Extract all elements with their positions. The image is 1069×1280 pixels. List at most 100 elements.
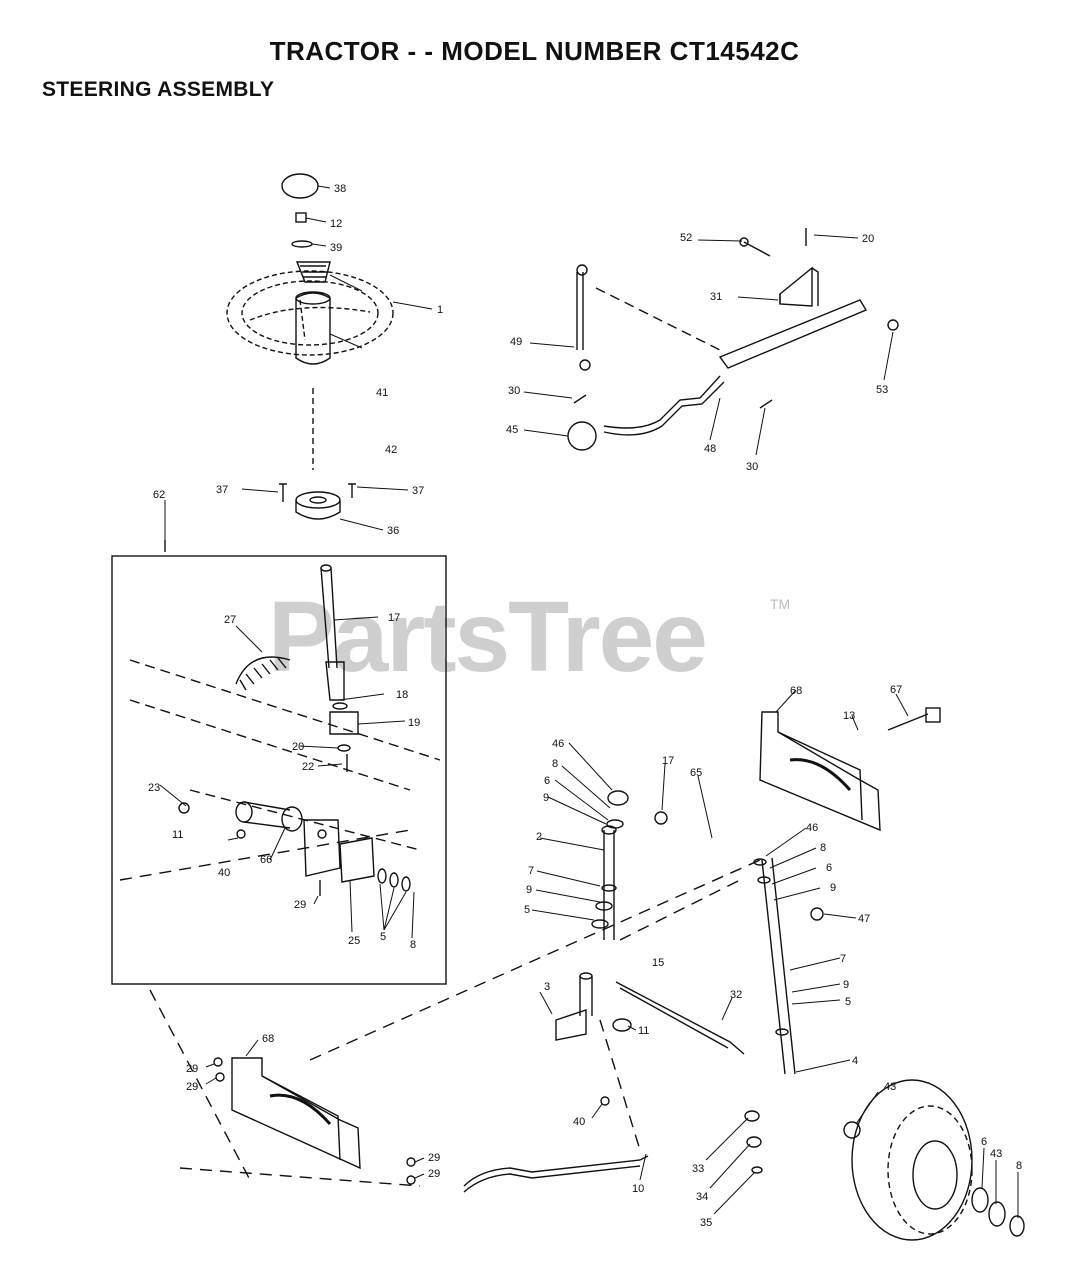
inset-guide-lines [129,659,441,851]
callout-13: 13 [843,710,855,722]
drag-link-rod-49[interactable] [576,264,591,371]
tie-rod-10[interactable] [463,1155,649,1193]
washer-20[interactable] [337,744,351,752]
callout-3: 3 [544,981,550,993]
guide-line-drag-link [595,287,721,351]
nut-11-right[interactable] [612,1018,632,1032]
washers-33-35[interactable] [744,1110,763,1174]
spindle-2[interactable] [601,825,617,940]
nut-17[interactable] [654,811,668,825]
callout-9-right-lower: 9 [843,979,849,991]
steering-wheel[interactable] [226,270,394,356]
callout-29-right-lower: 29 [428,1168,440,1180]
callout-52: 52 [680,232,692,244]
callout-5-right: 5 [845,996,851,1008]
callout-47: 47 [858,913,870,925]
washer-40-right[interactable] [600,1096,610,1106]
callout-32: 32 [730,989,742,1001]
callout-37-right: 37 [412,485,424,497]
callout-43-left: 43 [884,1081,896,1093]
callout-5-left: 5 [524,904,530,916]
steering-adapter[interactable] [295,261,331,283]
screw-37-right[interactable] [348,483,356,498]
callout-45: 45 [506,424,518,436]
bracket-31[interactable] [779,266,819,307]
callout-29-right-upper: 29 [428,1152,440,1164]
knob-45[interactable] [567,421,597,451]
callout-29-inset: 29 [294,899,306,911]
bolt-67[interactable] [887,707,941,731]
callout-34: 34 [696,1191,708,1203]
callout-53: 53 [876,384,888,396]
watermark-tm: TM [770,596,791,612]
callout-8-wheel: 8 [1016,1160,1022,1172]
bolts-29-right[interactable] [406,1157,416,1185]
bolts-29-left[interactable] [213,1057,225,1082]
steering-bushing[interactable] [295,491,341,520]
nut-47[interactable] [810,907,824,921]
callout-65: 65 [690,767,702,779]
callout-12: 12 [330,218,342,230]
bolt-52[interactable] [739,237,771,257]
callout-67: 67 [890,684,902,696]
front-wheel[interactable] [851,1079,973,1241]
callout-7-left: 7 [528,865,534,877]
wheel-washers[interactable] [971,1187,1025,1237]
screw-37-left[interactable] [279,483,287,502]
callout-11-inset: 11 [172,829,183,841]
drag-link-48[interactable] [603,299,868,436]
nut-11-inset[interactable] [178,802,190,814]
steering-nut[interactable] [295,212,307,223]
flange-18[interactable] [332,702,348,710]
callout-23: 23 [148,782,160,794]
callout-2: 2 [536,831,542,843]
callout-40-right: 40 [573,1116,585,1128]
steering-washer[interactable] [291,240,313,248]
washer-40-inset[interactable] [236,829,246,839]
watermark: PartsTree [268,581,708,693]
steering-cap[interactable] [281,173,319,199]
callout-7-right: 7 [840,953,846,965]
callout-31: 31 [710,291,722,303]
washers-5[interactable] [377,868,411,892]
cotter-30b[interactable] [759,399,773,409]
section-title: STEERING ASSEMBLY [42,78,275,101]
drag-link-32[interactable] [615,981,745,1055]
nut-53[interactable] [887,319,899,331]
axle-3[interactable] [555,972,593,1041]
bracket-19[interactable] [329,711,359,735]
callout-9-left-upper: 9 [543,792,549,804]
callout-29-left-upper: 29 [186,1063,198,1075]
cotter-30a[interactable] [573,394,587,404]
callout-9-right-upper: 9 [830,882,836,894]
bracket-25[interactable] [303,819,375,883]
washers-left-stack[interactable] [591,819,624,929]
callout-68-lower: 68 [262,1033,274,1045]
callout-11-right: 11 [638,1025,649,1037]
frame-bracket-68-upper[interactable] [759,711,881,832]
steering-bellows[interactable] [295,291,331,365]
callout-48: 48 [704,443,716,455]
washer-43-left[interactable] [843,1121,861,1139]
callout-27: 27 [224,614,236,626]
callout-42: 42 [385,444,397,456]
callout-37-left: 37 [216,484,228,496]
callout-30-right: 30 [746,461,758,473]
cap-46-left[interactable] [607,790,629,806]
steering-spring[interactable] [235,656,291,691]
washers-right-stack[interactable] [753,858,789,1036]
callout-30-left: 30 [508,385,520,397]
callout-29-left-lower: 29 [186,1081,198,1093]
callout-9-left-lower: 9 [526,884,532,896]
steering-shaft[interactable] [320,564,345,701]
callout-46-right: 46 [806,822,818,834]
spindle-4[interactable] [761,857,796,1075]
callout-46-left: 46 [552,738,564,750]
callout-1: 1 [437,304,443,316]
callout-36: 36 [387,525,399,537]
leader-lines [159,185,1019,1218]
callout-20-inset: 20 [292,741,304,753]
frame-bracket-68-lower[interactable] [231,1057,361,1170]
callout-4: 4 [852,1055,858,1067]
